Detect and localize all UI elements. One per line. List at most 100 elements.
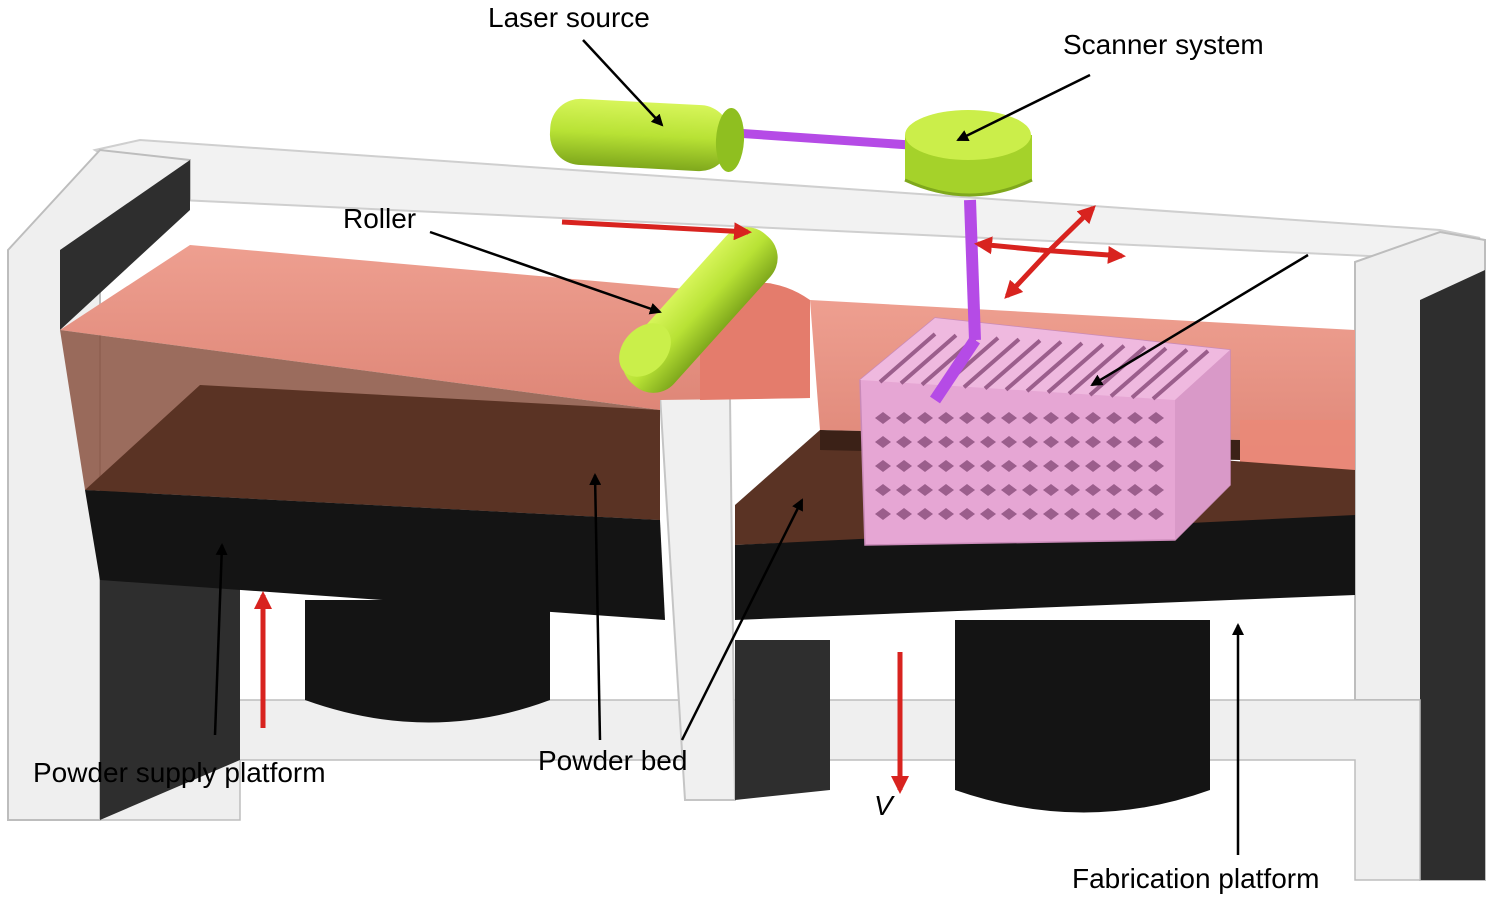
- label-powder-supply-platform: Powder supply platform: [33, 757, 326, 788]
- label-velocity: V: [874, 790, 895, 821]
- laser-beam: [734, 128, 981, 404]
- part-hole: [980, 460, 996, 472]
- part-hole: [938, 508, 954, 520]
- part-hole: [1085, 436, 1101, 448]
- part-hole: [1022, 508, 1038, 520]
- part-hole: [959, 460, 975, 472]
- part-hole: [1022, 460, 1038, 472]
- part-hole: [1022, 484, 1038, 496]
- label-roller: Roller: [343, 203, 416, 234]
- part-hole: [1148, 460, 1164, 472]
- powder-supply-chamber: [60, 245, 810, 723]
- part-hole: [1148, 484, 1164, 496]
- scan-x-arrow-right: [1039, 246, 1126, 264]
- part-hole: [1127, 508, 1143, 520]
- part-groove: [983, 338, 1042, 391]
- part-hole: [1106, 508, 1122, 520]
- part-groove: [1130, 348, 1189, 400]
- label-powder-bed: Powder bed: [538, 745, 687, 776]
- leader-powder-bed-right: [680, 498, 804, 741]
- part-hole: [1043, 436, 1059, 448]
- part-hole: [1106, 484, 1122, 496]
- part-hole: [896, 508, 912, 520]
- part-hole: [875, 508, 891, 520]
- part-hole: [938, 412, 954, 424]
- part-groove: [878, 332, 937, 384]
- labels: Laser source Scanner system Roller Powde…: [33, 2, 1319, 894]
- part-hole: [1127, 484, 1143, 496]
- part-hole: [1001, 484, 1017, 496]
- part-hole: [875, 412, 891, 424]
- scan-y-arrow-down: [1004, 248, 1052, 299]
- scan-x-arrow-left: [974, 236, 1041, 255]
- part-hole: [1106, 412, 1122, 424]
- part-hole: [980, 436, 996, 448]
- leader-powder-bed-left: [589, 473, 602, 741]
- part-hole: [980, 484, 996, 496]
- part-hole: [959, 508, 975, 520]
- part-hole: [938, 460, 954, 472]
- part-hole: [875, 436, 891, 448]
- scanner-system-component: [904, 110, 1033, 197]
- part-hole: [1085, 460, 1101, 472]
- part-hole: [1064, 484, 1080, 496]
- leader-scanner-system: [956, 73, 1091, 142]
- part-hole: [1022, 412, 1038, 424]
- part-hole: [1148, 436, 1164, 448]
- part-hole: [1106, 436, 1122, 448]
- part-hole: [1064, 412, 1080, 424]
- part-hole: [896, 460, 912, 472]
- part-hole: [1127, 436, 1143, 448]
- part-groove: [1109, 346, 1168, 398]
- part-hole: [1001, 460, 1017, 472]
- leader-powder-supply-platform: [213, 543, 228, 736]
- part-hole: [980, 508, 996, 520]
- part-hole: [917, 412, 933, 424]
- part-hole: [1043, 484, 1059, 496]
- part-hole: [1085, 412, 1101, 424]
- laser-source-component: [549, 98, 745, 172]
- leader-roller: [429, 230, 662, 315]
- roller-component: [619, 227, 778, 393]
- part-hole: [1106, 460, 1122, 472]
- label-scanner-system: Scanner system: [1063, 29, 1264, 60]
- part-groove: [1004, 340, 1063, 392]
- part-hole: [917, 508, 933, 520]
- part-hole: [917, 484, 933, 496]
- leader-part: [1090, 253, 1309, 387]
- part-groove: [1046, 342, 1105, 394]
- motion-arrows: [254, 205, 1126, 794]
- part-hole: [1127, 412, 1143, 424]
- label-laser-source: Laser source: [488, 2, 650, 33]
- part-hole: [1043, 412, 1059, 424]
- scan-y-arrow-up: [1048, 205, 1096, 252]
- label-fabrication-platform: Fabrication platform: [1072, 863, 1319, 894]
- part-hole: [1001, 508, 1017, 520]
- part-hole: [1148, 508, 1164, 520]
- part-hole: [938, 436, 954, 448]
- part-hole: [1001, 412, 1017, 424]
- part-hole: [1127, 460, 1143, 472]
- roller-direction-arrow: [561, 219, 752, 241]
- part-hole: [1085, 508, 1101, 520]
- part-groove: [1025, 341, 1084, 393]
- part-hole: [1064, 508, 1080, 520]
- part-hole: [917, 436, 933, 448]
- part-hole: [875, 460, 891, 472]
- part-hole: [896, 484, 912, 496]
- part-hole: [917, 460, 933, 472]
- part-hole: [980, 412, 996, 424]
- part-hole: [959, 484, 975, 496]
- part-hole: [896, 436, 912, 448]
- part-hole: [1001, 436, 1017, 448]
- part-hole: [959, 436, 975, 448]
- part-hole: [1064, 460, 1080, 472]
- part-groove: [962, 337, 1021, 389]
- part-groove: [1067, 344, 1126, 396]
- fabricated-part: [859, 317, 1231, 546]
- part-hole: [1022, 436, 1038, 448]
- part-groove: [1151, 349, 1210, 401]
- part-hole: [959, 412, 975, 424]
- part-hole: [1085, 484, 1101, 496]
